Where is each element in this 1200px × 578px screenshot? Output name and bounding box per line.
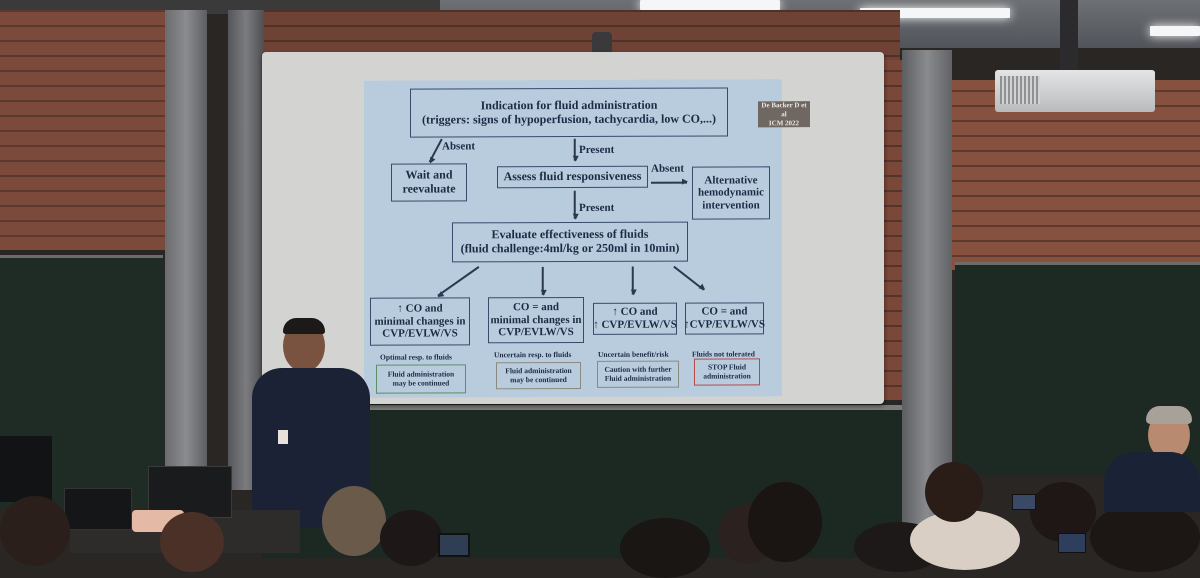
outcome-box-4: CO = and ↑CVP/EVLW/VS [684,302,765,335]
outcome-caption: Uncertain benefit/risk [598,349,669,359]
outcome-line: ↑CVP/EVLW/VS [684,318,765,331]
ceiling-light [860,8,1010,18]
absent-label: Absent [442,140,476,153]
action-box-3: Caution with further Fluid administratio… [597,360,679,388]
outcome-line: minimal changes in [490,313,582,326]
reference-label: De Backer D et al ICM 2022 [758,101,810,128]
arrow-absent-right [651,181,687,184]
brick-wall-strip [880,60,902,400]
indication-box: Indication for fluid administration (tri… [410,87,728,138]
audience-head [160,512,224,572]
audience-head [1030,482,1096,542]
seated-person-hair [1146,406,1192,424]
action-line: may be continued [510,374,567,384]
outcome-line: ↑ CO and [612,306,658,319]
outcome-box-3: ↑ CO and ↑ CVP/EVLW/VS [593,302,677,335]
phone [1058,533,1086,553]
alternative-line: hemodynamic [698,186,764,199]
seated-person-body [1104,452,1200,512]
outcome-line: CVP/EVLW/VS [498,326,574,339]
action-line: administration [703,370,751,381]
audience-head [1090,502,1200,572]
arrow-outcome-4 [673,265,705,291]
present-label: Present [579,201,615,214]
assess-responsiveness-box: Assess fluid responsiveness [497,165,648,189]
alternative-intervention-box: Alternative hemodynamic intervention [692,166,770,220]
monitor [0,436,52,502]
phone [438,533,470,557]
assess-text: Assess fluid responsiveness [503,168,642,184]
outcome-line: CO = and [512,301,559,314]
arrow-present [574,138,576,161]
indication-triggers: (triggers: signs of hypoperfusion, tachy… [422,111,716,127]
projector-vent [1000,76,1040,104]
action-box-2: Fluid administration may be continued [496,361,581,390]
slide: De Backer D et al ICM 2022 Indication fo… [364,79,810,398]
outcome-box-2: CO = and minimal changes in CVP/EVLW/VS [488,296,584,344]
audience-head [380,510,442,566]
audience-head [322,486,386,556]
action-line: may be continued [392,377,450,388]
reference-line: De Backer D et al [761,101,807,119]
outcome-line: ↑ CVP/EVLW/VS [593,318,677,331]
wait-line: reevaluate [402,181,456,196]
alternative-line: intervention [702,199,760,212]
reference-line: ICM 2022 [768,119,800,128]
ceiling-light [1150,26,1200,36]
action-box-1: Fluid administration may be continued [376,364,466,394]
arrow-outcome-2 [542,266,544,295]
laptop [148,466,232,518]
presenter-hair [283,318,325,334]
indication-title: Indication for fluid administration [480,97,658,113]
presenter-badge [278,430,288,444]
present-label: Present [579,143,615,156]
outcome-line: ↑ CO and [397,302,443,315]
alternative-line: Alternative [704,173,758,187]
outcome-caption: Optimal resp. to fluids [380,352,452,362]
security-camera [592,32,612,56]
outcome-line: CVP/EVLW/VS [382,327,458,340]
outcome-caption: Uncertain resp. to fluids [494,350,572,360]
arrow-absent [429,138,443,163]
outcome-line: minimal changes in [374,315,466,328]
audience-head [0,496,70,566]
outcome-line: CO = and [701,305,748,318]
pillar [165,10,207,480]
arrow-outcome-1 [437,266,480,297]
monitor [64,488,132,530]
arrow-present [574,190,576,219]
audience-head [925,462,983,522]
brick-wall-left [0,10,170,250]
audience-head [748,482,822,562]
outcome-box-1: ↑ CO and minimal changes in CVP/EVLW/VS [370,297,470,346]
absent-label: Absent [651,162,685,175]
evaluate-effectiveness-box: Evaluate effectiveness of fluids (fluid … [452,221,688,263]
wait-reevaluate-box: Wait and reevaluate [391,163,467,202]
projector-mount [1060,0,1078,72]
outcome-caption: Fluids not tolerated [692,349,755,359]
phone [1012,494,1036,510]
ceiling-light [640,0,780,10]
action-line: Fluid administration [604,373,672,383]
evaluate-detail: (fluid challenge:4ml/kg or 250ml in 10mi… [460,240,680,256]
arrow-outcome-3 [632,266,634,295]
pillar [902,50,952,530]
action-box-4: STOP Fluid administration [694,358,760,386]
audience-head [620,518,710,578]
